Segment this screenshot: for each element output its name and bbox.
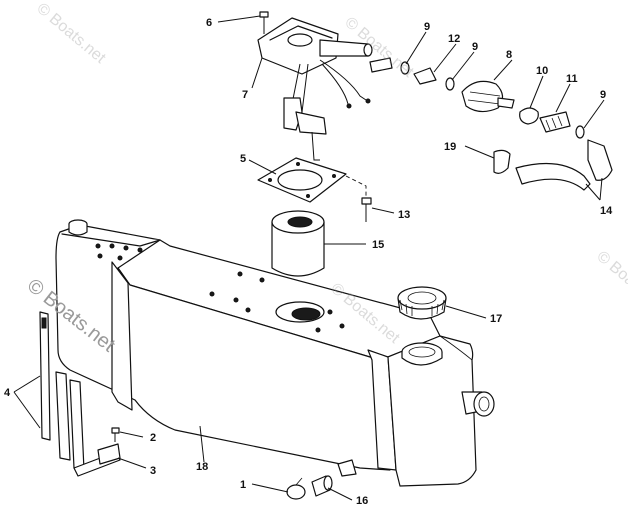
screw-13 <box>361 197 372 222</box>
callout-7: 7 <box>242 89 248 101</box>
screw-2 <box>111 427 120 442</box>
callout-1: 1 <box>240 479 246 491</box>
fitting-11 <box>539 111 571 133</box>
strap-4 <box>39 311 51 441</box>
callout-19: 19 <box>444 141 456 153</box>
callout-4: 4 <box>4 387 11 399</box>
clamp-9-c <box>575 125 585 139</box>
watermark-right: © Boats.net <box>593 248 628 315</box>
sender-assembly <box>257 17 373 161</box>
tank-drain-tab <box>337 459 357 477</box>
callout-6: 6 <box>206 17 212 29</box>
bracket-3 <box>97 443 121 465</box>
callout-16: 16 <box>356 495 368 507</box>
sleeve-15 <box>271 210 325 277</box>
callout-9-b: 9 <box>472 41 478 53</box>
callout-8: 8 <box>506 49 512 61</box>
connector-12 <box>413 67 437 85</box>
callout-18: 18 <box>196 461 208 473</box>
clamp-9-b <box>445 77 455 91</box>
callout-5: 5 <box>240 153 246 165</box>
callout-9-c: 9 <box>600 89 606 101</box>
callout-17: 17 <box>490 313 502 325</box>
callout-3: 3 <box>150 465 156 477</box>
hose-section <box>369 57 613 191</box>
clamp-1 <box>286 477 306 500</box>
callout-labels: 1 2 3 4 5 6 7 8 9 9 9 10 11 12 13 14 15 … <box>4 17 613 507</box>
callout-10: 10 <box>536 65 548 77</box>
callout-2: 2 <box>150 432 156 444</box>
callout-12: 12 <box>448 33 460 45</box>
callout-15: 15 <box>372 239 384 251</box>
callout-14: 14 <box>600 205 613 217</box>
filler-neck <box>401 342 443 366</box>
fuel-cap <box>397 286 447 320</box>
callout-13: 13 <box>398 209 410 221</box>
fitting-16 <box>311 475 333 497</box>
clamp-9-a <box>400 61 410 75</box>
tank-holes <box>95 243 345 333</box>
clip-19 <box>493 149 511 174</box>
fuel-tank <box>55 219 495 487</box>
gasket <box>257 157 347 203</box>
primer-bulb-8 <box>461 80 504 113</box>
hose-14-a <box>515 162 591 191</box>
callout-9-a: 9 <box>424 21 430 33</box>
left-tank-fitting <box>68 219 88 236</box>
fitting-10 <box>519 107 539 125</box>
vent-fitting <box>461 391 495 417</box>
hose-14-b <box>587 139 613 181</box>
leader-lines <box>13 15 605 501</box>
watermark-top-left: © Boats.net <box>33 0 109 67</box>
callout-11: 11 <box>566 73 578 85</box>
screw-6 <box>259 11 269 34</box>
